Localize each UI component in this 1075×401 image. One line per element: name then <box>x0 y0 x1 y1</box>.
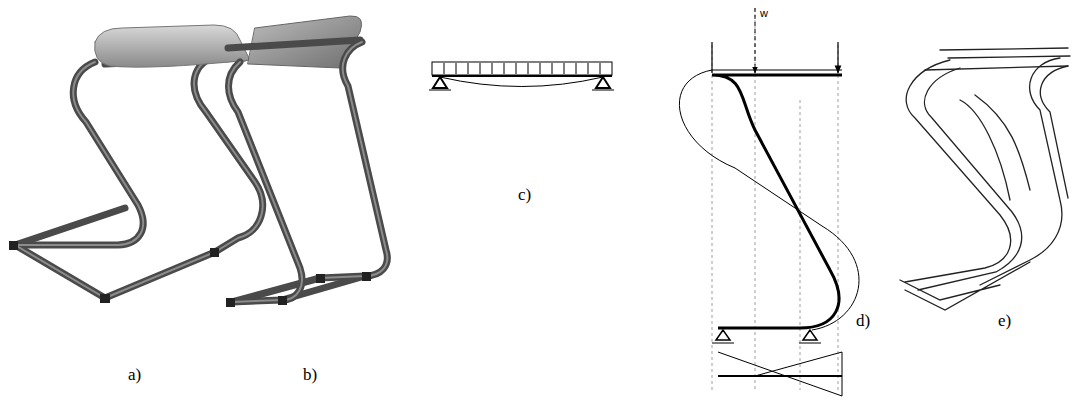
chair-sketch <box>900 48 1070 310</box>
load-label: w <box>760 8 768 19</box>
chair-a <box>9 25 263 303</box>
frame-model <box>679 8 859 396</box>
figure-label: a) <box>128 366 141 383</box>
figure-label: c) <box>518 186 531 203</box>
figure-label: d) <box>856 312 870 329</box>
beam-diagram <box>429 62 614 90</box>
chair-b <box>226 16 387 307</box>
figure-label: b) <box>303 366 317 383</box>
figure-label: e) <box>998 312 1011 329</box>
